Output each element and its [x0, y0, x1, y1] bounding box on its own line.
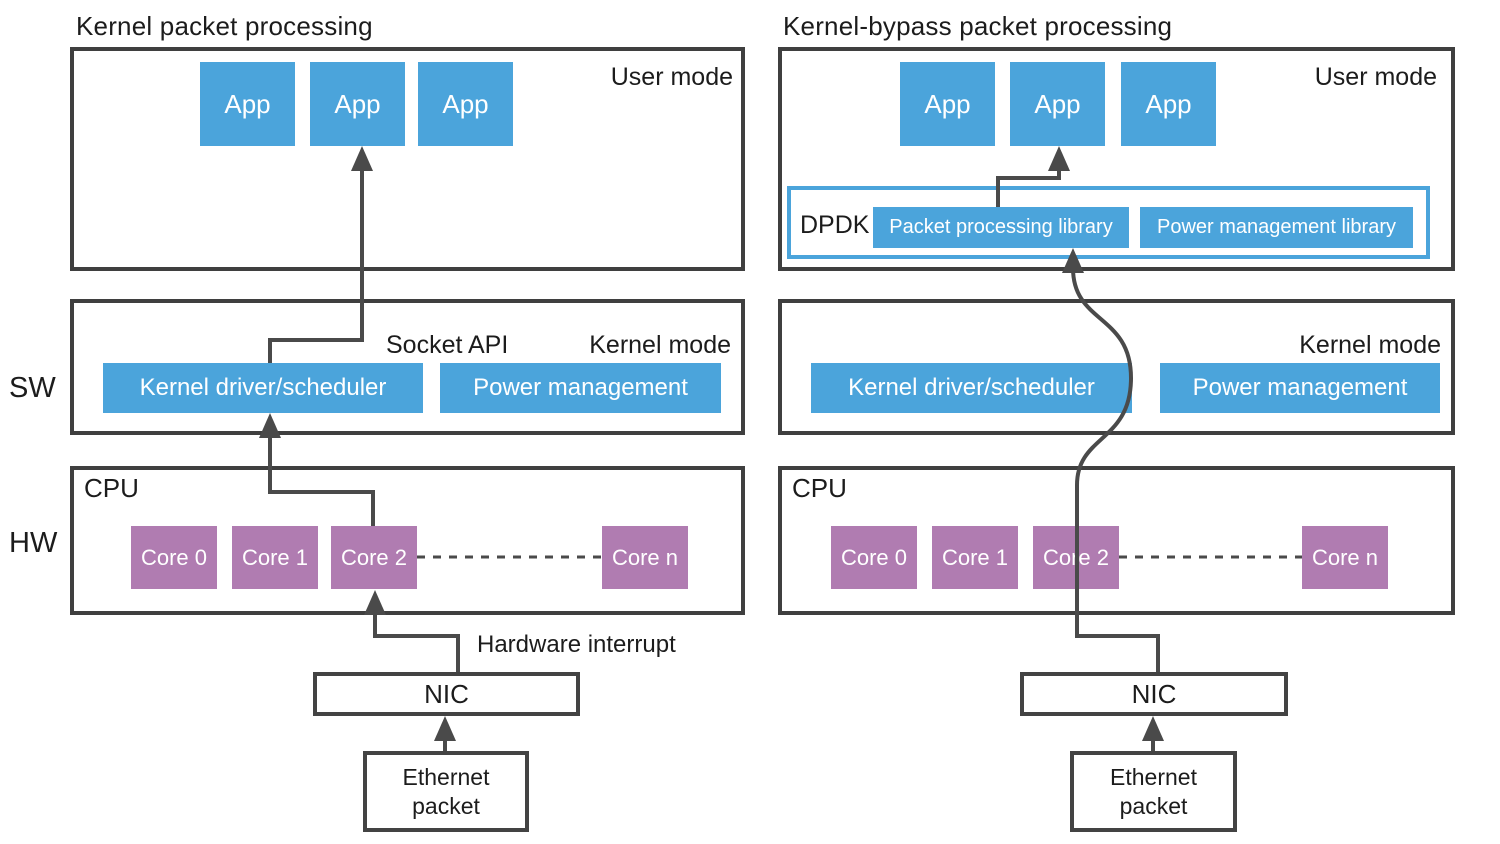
left-ethernet-packet-box: Ethernet packet — [363, 751, 529, 832]
right-nic-box: NIC — [1020, 672, 1288, 716]
left-core-1-box: Core 1 — [232, 526, 318, 589]
right-app-box-1: App — [900, 62, 995, 146]
left-core-n-box: Core n — [602, 526, 688, 589]
right-core-2-box: Core 2 — [1033, 526, 1119, 589]
left-diagram-title: Kernel packet processing — [76, 11, 373, 41]
right-user-mode-label: User mode — [1314, 63, 1437, 91]
left-power-management-box: Power management — [440, 363, 721, 413]
left-user-mode-box — [70, 47, 745, 271]
power-management-library-box: Power management library — [1140, 207, 1413, 248]
left-kernel-driver-box: Kernel driver/scheduler — [103, 363, 423, 413]
sw-side-label: SW — [9, 372, 56, 404]
dpdk-label: DPDK — [800, 211, 870, 239]
right-app-box-2: App — [1010, 62, 1105, 146]
left-app-box-2: App — [310, 62, 405, 146]
right-core-0-box: Core 0 — [831, 526, 917, 589]
left-cpu-label: CPU — [84, 473, 139, 503]
right-core-1-box: Core 1 — [932, 526, 1018, 589]
hw-side-label: HW — [9, 527, 58, 559]
right-diagram-title: Kernel-bypass packet processing — [783, 11, 1173, 41]
left-core-0-box: Core 0 — [131, 526, 217, 589]
left-app-box-3: App — [418, 62, 513, 146]
left-nic-to-core2-arrow — [373, 612, 460, 672]
right-power-management-box: Power management — [1160, 363, 1440, 413]
right-kernel-driver-box: Kernel driver/scheduler — [811, 363, 1132, 413]
left-nic-box: NIC — [313, 672, 580, 716]
left-kernel-mode-label: Kernel mode — [589, 331, 731, 359]
left-core-2-box: Core 2 — [331, 526, 417, 589]
right-nic-arrowhead-icon — [1142, 716, 1164, 741]
left-user-mode-label: User mode — [610, 63, 733, 91]
right-kernel-mode-label: Kernel mode — [1299, 331, 1441, 359]
left-app-box-1: App — [200, 62, 295, 146]
right-ethernet-packet-box: Ethernet packet — [1070, 751, 1237, 832]
left-hardware-interrupt-label: Hardware interrupt — [477, 631, 676, 658]
right-app-box-3: App — [1121, 62, 1216, 146]
right-core-n-box: Core n — [1302, 526, 1388, 589]
packet-processing-library-box: Packet processing library — [873, 207, 1129, 248]
left-socket-api-label: Socket API — [386, 331, 509, 359]
left-nic-arrowhead-icon — [434, 716, 456, 741]
right-cpu-label: CPU — [792, 473, 847, 503]
